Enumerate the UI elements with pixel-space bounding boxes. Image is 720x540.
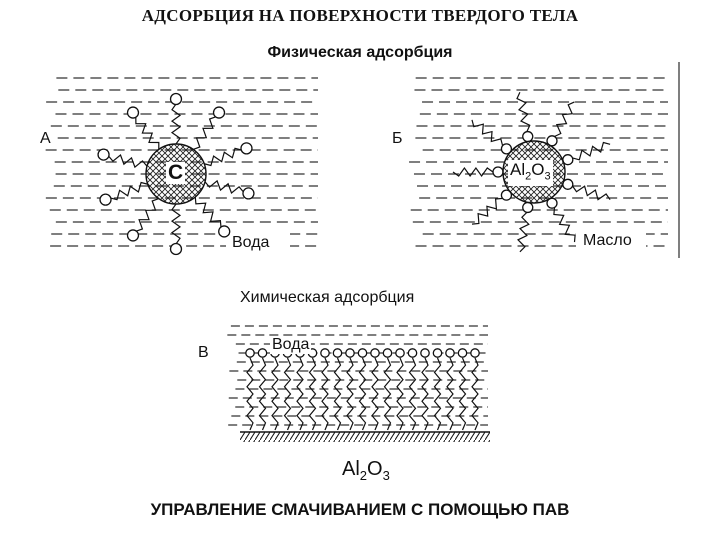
- polar-head: [523, 132, 533, 142]
- polar-head: [127, 230, 138, 241]
- monolayer-tail: [447, 358, 453, 430]
- monolayer-head: [258, 349, 266, 357]
- hydrocarbon-tail: [172, 104, 180, 144]
- monolayer-head: [358, 349, 366, 357]
- polar-head: [214, 107, 225, 118]
- monolayer-tail: [297, 358, 303, 430]
- polar-head: [219, 226, 230, 237]
- hydrocarbon-tail: [195, 197, 221, 228]
- monolayer-tail: [360, 358, 366, 430]
- medium-water-label: Вода: [232, 234, 269, 252]
- polar-head: [523, 202, 533, 212]
- chemical-adsorption-title: Химическая адсорбция: [240, 289, 414, 307]
- monolayer-head: [346, 349, 354, 357]
- hydrocarbon-tail: [205, 181, 244, 193]
- monolayer-head: [371, 349, 379, 357]
- hydrocarbon-tail: [555, 102, 575, 137]
- monolayer-tail: [335, 358, 341, 430]
- solid-surface: [240, 432, 490, 442]
- polar-head: [493, 167, 503, 177]
- monolayer-head: [408, 349, 416, 357]
- polar-head: [171, 94, 182, 105]
- monolayer-head: [383, 349, 391, 357]
- monolayer-head: [446, 349, 454, 357]
- polar-head: [127, 107, 138, 118]
- panel-c-label: В: [198, 344, 209, 362]
- medium-oil-label: Масло: [583, 232, 632, 250]
- monolayer-head: [333, 349, 341, 357]
- monolayer-tail: [347, 358, 353, 430]
- polar-head: [241, 143, 252, 154]
- hydrocarbon-tail: [472, 120, 503, 146]
- monolayer-tail: [410, 358, 416, 430]
- monolayer-tail: [322, 358, 328, 430]
- polar-head: [98, 149, 109, 160]
- monolayer-tail: [272, 358, 278, 430]
- hydrocarbon-tail: [110, 183, 148, 200]
- monolayer-head: [471, 349, 479, 357]
- monolayer-head: [458, 349, 466, 357]
- hydrocarbon-tail: [554, 208, 575, 243]
- hydrocarbon-tail: [573, 143, 611, 160]
- water-dashes-c: [192, 326, 488, 425]
- monolayer-head: [321, 349, 329, 357]
- footer-caption: УПРАВЛЕНИЕ СМАЧИВАНИЕМ С ПОМОЩЬЮ ПАВ: [0, 500, 720, 520]
- monolayer-tail: [260, 358, 266, 430]
- polar-head: [100, 194, 111, 205]
- monolayer-tail: [372, 358, 378, 430]
- monolayer-tail: [460, 358, 466, 430]
- monolayer-head: [433, 349, 441, 357]
- monolayer-tail: [435, 358, 441, 430]
- hydrocarbon-tail: [136, 199, 159, 232]
- surface-al2o3-label: Al2O3: [342, 458, 390, 483]
- hydrocarbon-tail: [472, 198, 503, 224]
- hydrocarbon-tail: [108, 155, 147, 167]
- polar-head: [243, 188, 254, 199]
- hydrocarbon-tail: [453, 168, 493, 176]
- monolayer-tail: [472, 358, 478, 430]
- hydrocarbon-tail: [204, 148, 242, 165]
- monolayer-tail: [310, 358, 316, 430]
- panel-a-label: А: [40, 130, 51, 148]
- monolayer-head: [246, 349, 254, 357]
- monolayer-tail: [397, 358, 403, 430]
- monolayer-tail: [285, 358, 291, 430]
- particle-c-label: С: [166, 162, 185, 184]
- monolayer-tail: [247, 358, 253, 430]
- panel-b-label: Б: [392, 130, 403, 148]
- particle-al2o3-label: Al2O3: [508, 160, 553, 186]
- monolayer-tail: [385, 358, 391, 430]
- monolayer-tail: [422, 358, 428, 430]
- hydrocarbon-tail: [136, 117, 159, 150]
- hydrocarbon-tail: [193, 117, 216, 150]
- monolayer-head: [421, 349, 429, 357]
- chem-medium-water-label: Вода: [270, 336, 311, 354]
- polar-head: [171, 244, 182, 255]
- monolayer-head: [396, 349, 404, 357]
